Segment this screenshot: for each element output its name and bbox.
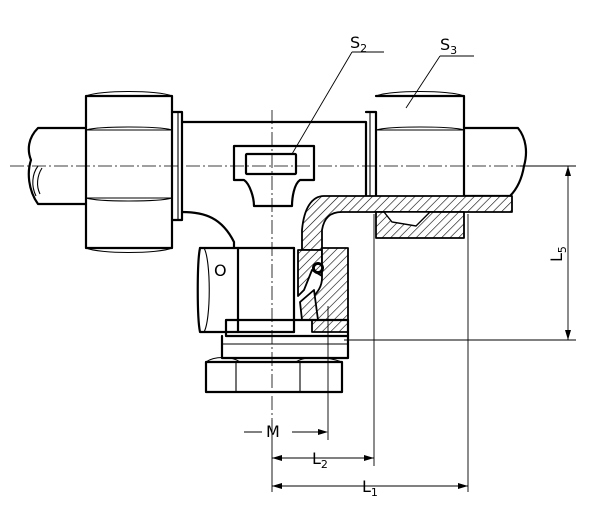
label-s3: S3: [440, 35, 457, 57]
dimensions: [244, 165, 576, 492]
lower-nut: [196, 246, 350, 338]
label-s2: S2: [350, 33, 367, 55]
left-union-nut: [84, 90, 174, 254]
label-l5: L5: [547, 246, 569, 262]
label-o: O: [214, 261, 227, 280]
leaders: [291, 51, 474, 155]
label-m: M: [266, 422, 280, 441]
left-tube: [27, 126, 88, 206]
lower-adapter: [204, 334, 350, 394]
right-tube: [462, 126, 528, 198]
label-l1: L1: [362, 477, 378, 499]
section-cut: [292, 195, 513, 334]
center-lines: [10, 110, 530, 420]
tee-body: [180, 120, 368, 250]
label-l2: L2: [312, 449, 328, 471]
right-collar: [364, 110, 378, 198]
right-union-nut: [374, 90, 466, 198]
